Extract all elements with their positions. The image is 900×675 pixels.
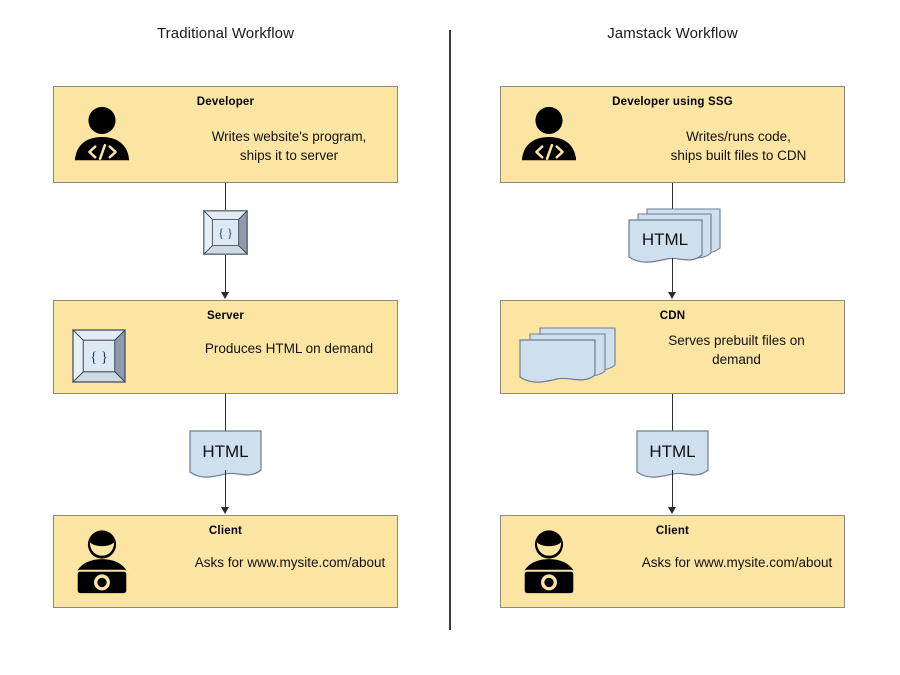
column-title-jamstack: Jamstack Workflow bbox=[607, 25, 738, 42]
stage-box-client-jamstack: Client Asks for www.mysite.com/about bbox=[500, 515, 845, 608]
svg-text:{ }: { } bbox=[90, 350, 108, 366]
column-title-traditional: Traditional Workflow bbox=[156, 25, 295, 42]
stage-box-cdn: CDN Serves prebuilt files on demand bbox=[500, 300, 845, 394]
code-braces-box-icon-transit: { } bbox=[202, 209, 249, 256]
stage-box-client-traditional: Client Asks for www.mysite.com/about bbox=[53, 515, 398, 608]
stage-box-developer: Developer Writes website's program, ship… bbox=[53, 86, 398, 183]
developer-person-icon bbox=[71, 104, 133, 166]
stage-body-developer: Writes website's program, ships it to se… bbox=[211, 129, 367, 163]
stacked-documents-icon bbox=[519, 327, 616, 387]
stage-body-client-jamstack: Asks for www.mysite.com/about bbox=[641, 555, 833, 570]
connector-html-to-client-right bbox=[672, 470, 674, 508]
stage-body-cdn: Serves prebuilt files on demand bbox=[668, 333, 805, 367]
connector-html-stack-to-cdn bbox=[672, 258, 674, 293]
stage-title-developer-ssg: Developer using SSG bbox=[612, 96, 733, 108]
stage-body-server: Produces HTML on demand bbox=[204, 341, 374, 356]
connector-html-to-client-left bbox=[225, 470, 227, 508]
stage-title-client-traditional: Client bbox=[208, 525, 243, 537]
arrowhead-to-server bbox=[221, 292, 229, 299]
arrowhead-to-client-left bbox=[221, 507, 229, 514]
developer-person-icon bbox=[518, 104, 580, 166]
connector-developer-ssg-to-html-stack bbox=[672, 183, 674, 210]
stage-box-developer-ssg: Developer using SSG Writes/runs code, sh… bbox=[500, 86, 845, 183]
connector-developer-to-codebox bbox=[225, 183, 227, 210]
stage-body-client-traditional: Asks for www.mysite.com/about bbox=[194, 555, 386, 570]
stage-title-server: Server bbox=[206, 310, 244, 322]
stage-title-client-jamstack: Client bbox=[655, 525, 690, 537]
stage-title-developer: Developer bbox=[196, 96, 255, 108]
arrowhead-to-client-right bbox=[668, 507, 676, 514]
arrowhead-to-cdn bbox=[668, 292, 676, 299]
connector-server-to-html bbox=[225, 394, 227, 434]
client-person-laptop-icon bbox=[68, 528, 136, 596]
svg-text:{ }: { } bbox=[218, 226, 233, 240]
stage-body-developer-ssg: Writes/runs code, ships built files to C… bbox=[670, 129, 807, 163]
client-person-laptop-icon bbox=[515, 528, 583, 596]
code-braces-box-icon: { } bbox=[72, 329, 126, 383]
stacked-documents-icon-html: HTML bbox=[628, 208, 721, 266]
stage-box-server: Server Produces HTML on demand { } bbox=[53, 300, 398, 394]
connector-cdn-to-html bbox=[672, 394, 674, 434]
stage-title-cdn: CDN bbox=[659, 310, 686, 322]
column-divider bbox=[449, 30, 451, 630]
connector-codebox-to-server bbox=[225, 255, 227, 293]
